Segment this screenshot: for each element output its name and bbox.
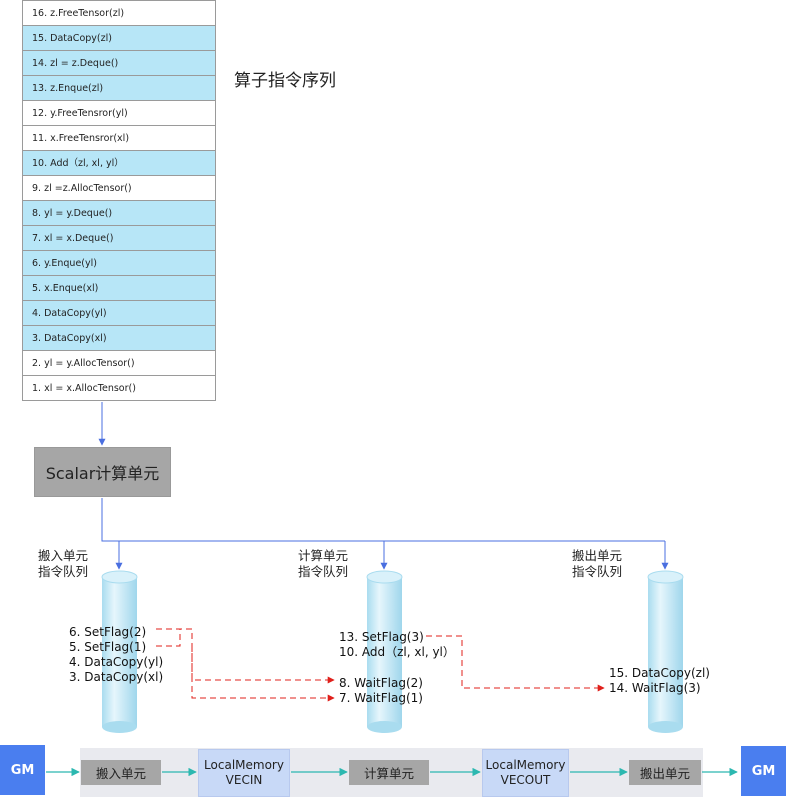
- compute-queue-item: 7. WaitFlag(1): [339, 691, 423, 705]
- compute-queue-item: 8. WaitFlag(2): [339, 676, 423, 690]
- compute-queue-item: 13. SetFlag(3): [339, 630, 424, 644]
- move-in-queue-item: 5. SetFlag(1): [69, 640, 147, 654]
- local-memory-vecin: LocalMemory VECIN: [198, 749, 290, 797]
- move-out-queue-item: 15. DataCopy(zl): [609, 666, 710, 680]
- instruction-row: 13. z.Enque(zl): [23, 75, 215, 100]
- compute-queue-item: 10. Add（zl, xl, yl）: [339, 645, 455, 659]
- instruction-row: 8. yl = y.Deque(): [23, 200, 215, 225]
- instruction-row: 12. y.FreeTensror(yl): [23, 100, 215, 125]
- instruction-row: 16. z.FreeTensor(zl): [23, 0, 215, 25]
- flag-dependency-arrows: [156, 628, 605, 702]
- compute-queue-label: 计算单元 指令队列: [298, 548, 349, 579]
- instruction-row: 3. DataCopy(xl): [23, 325, 215, 350]
- move-in-queue-item: 3. DataCopy(xl): [69, 670, 164, 684]
- instruction-row: 6. y.Enque(yl): [23, 250, 215, 275]
- instruction-row: 15. DataCopy(zl): [23, 25, 215, 50]
- move-in-queue-item: 6. SetFlag(2): [69, 625, 147, 639]
- move-out-unit: 搬出单元: [629, 760, 701, 785]
- gm-right-box: GM: [741, 746, 786, 796]
- instruction-row: 5. x.Enque(xl): [23, 275, 215, 300]
- compute-queue-cylinder: [366, 570, 403, 733]
- move-out-queue-label: 搬出单元 指令队列: [572, 548, 623, 579]
- move-in-unit: 搬入单元: [81, 760, 161, 785]
- instruction-row: 11. x.FreeTensror(xl): [23, 125, 215, 150]
- scalar-dispatch-arrows: [101, 498, 669, 570]
- instruction-row: 14. zl = z.Deque(): [23, 50, 215, 75]
- local-memory-vecout: LocalMemory VECOUT: [482, 749, 569, 797]
- gm-left-box: GM: [0, 745, 45, 795]
- scalar-compute-unit: Scalar计算单元: [34, 447, 171, 497]
- instruction-list: 16. z.FreeTensor(zl)15. DataCopy(zl)14. …: [22, 0, 216, 401]
- instruction-row: 2. yl = y.AllocTensor(): [23, 350, 215, 375]
- move-in-queue-cylinder: [101, 570, 138, 733]
- instruction-row: 10. Add（zl, xl, yl）: [23, 150, 215, 175]
- compute-unit: 计算单元: [349, 760, 429, 785]
- instruction-row: 1. xl = x.AllocTensor(): [23, 375, 215, 400]
- move-out-queue-cylinder: [647, 570, 684, 733]
- move-in-queue-item: 4. DataCopy(yl): [69, 655, 164, 669]
- move-out-queue-item: 14. WaitFlag(3): [609, 681, 701, 695]
- move-in-queue-label: 搬入单元 指令队列: [38, 548, 89, 579]
- instruction-row: 4. DataCopy(yl): [23, 300, 215, 325]
- instruction-row: 9. zl =z.AllocTensor(): [23, 175, 215, 200]
- instruction-row: 7. xl = x.Deque(): [23, 225, 215, 250]
- instruction-list-title: 算子指令序列: [234, 71, 336, 91]
